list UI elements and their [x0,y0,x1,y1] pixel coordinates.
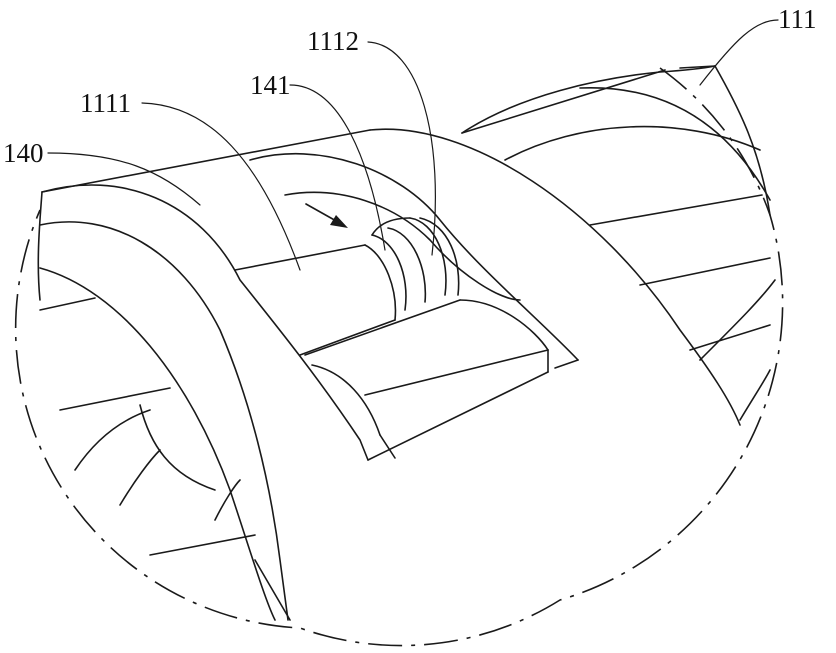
frame-outer-arc [42,185,368,460]
label-1112: 1112 [307,28,359,55]
fin-right-curve [700,280,775,360]
detail-boundary-circle [16,68,783,646]
frame-side-arc [40,268,275,620]
shaft-end-ellipse [365,245,395,320]
label-111: 111 [778,6,817,33]
fin-left-curve-1 [75,410,150,470]
block-top-line [305,300,460,355]
fin-right-2 [640,258,770,285]
label-1111: 1111 [80,90,131,117]
frame-top-edge [42,130,370,192]
fin-left-2 [60,388,170,410]
slot-right-edge [555,360,578,368]
direction-arrow-head [330,215,348,228]
frame-left-arc [38,192,42,300]
block-front-bottom [380,435,395,458]
label-140: 140 [3,140,44,167]
fin-right-curve-2 [740,370,770,420]
collar-141-front [372,235,406,310]
fin-right-1 [590,195,762,225]
fin-left-curve-3 [215,480,240,520]
housing-right-edge [715,66,770,215]
housing-top-edge [462,70,665,133]
housing-arc-2 [505,127,760,160]
frame-inner-arc [40,222,288,620]
leader-111 [700,20,778,85]
fin-left-3 [150,535,255,555]
block-front-curve [312,365,380,435]
block-mid-line [365,350,548,395]
leader-1111 [142,103,300,270]
ring-1112-back [420,218,459,295]
inner-hub-curve [140,405,215,490]
shaft-top-line [235,245,365,270]
housing-arc-3 [580,88,770,200]
leader-140 [48,153,200,205]
block-bottom-line [368,372,548,460]
fin-left-curve-2 [120,450,160,505]
label-141: 141 [250,72,291,99]
shaft-bottom-line [300,320,395,355]
block-top-curve [460,300,548,350]
collar-141-top [372,218,410,235]
fin-left-1 [40,298,95,310]
leader-1112 [368,42,435,255]
housing-outer-arc [462,66,715,133]
slot-inner-arc [285,192,520,300]
direction-arrow-shaft [306,204,338,222]
